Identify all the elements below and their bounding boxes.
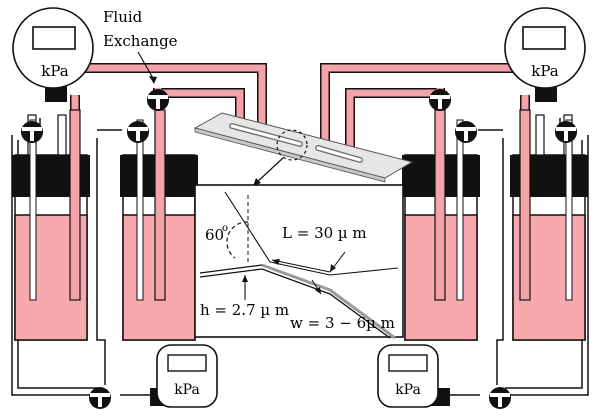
gauge-bottom-right: kPa: [377, 344, 450, 408]
angle-degree-superscript: o: [222, 223, 228, 234]
angle-value-label: 60: [205, 226, 224, 244]
fluid-exchange-annotation: Fluid Exchange: [103, 8, 178, 84]
valve-bottom-right: [489, 387, 511, 409]
gauge-top-right-unit: kPa: [531, 62, 559, 80]
gauge-top-left: kPa: [12, 7, 94, 102]
gauge-top-right: kPa: [504, 7, 586, 102]
fluid-exchange-arrow: [137, 51, 155, 81]
gauge-bottom-left: kPa: [150, 344, 218, 408]
height-label: h = 2.7 µ m: [200, 301, 289, 319]
valve-right-2: [455, 121, 477, 143]
length-label: L = 30 µ m: [282, 224, 367, 242]
fluid-exchange-label-line2: Exchange: [103, 32, 178, 50]
fluid-exchange-label-line1: Fluid: [103, 8, 143, 26]
valve-left-2: [127, 121, 149, 143]
microfluidic-chip: [193, 112, 414, 186]
inset-zoom-panel: 60 o L = 30 µ m h = 2.7 µ m w = 3 − 6µ m: [194, 184, 404, 340]
zoom-indicator-circle: [276, 129, 308, 161]
gauge-top-left-unit: kPa: [41, 62, 69, 80]
width-label: w = 3 − 6µ m: [290, 314, 395, 332]
valve-left-1: [21, 121, 43, 143]
valve-right-3: [555, 121, 577, 143]
valve-bottom-left: [89, 387, 111, 409]
reservoir-stems: [29, 109, 573, 301]
valve-left-3: [147, 89, 169, 111]
gauge-bottom-right-unit: kPa: [395, 382, 421, 398]
gauge-bottom-left-unit: kPa: [174, 382, 200, 398]
valve-right-1: [429, 89, 451, 111]
